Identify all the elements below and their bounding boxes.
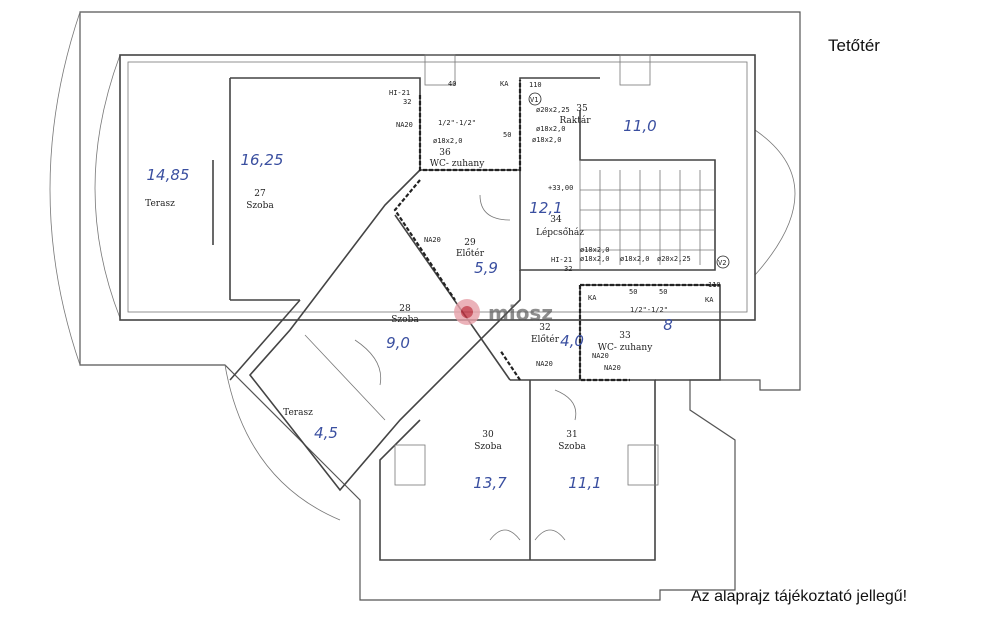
plan-annotation: ø18x2,0 bbox=[580, 246, 610, 254]
room-35: 35 Raktár 11,0 bbox=[559, 104, 656, 135]
room-number: 34 bbox=[550, 215, 562, 225]
room-name: Raktár bbox=[559, 115, 591, 126]
room-36: 36 WC- zuhany bbox=[430, 148, 486, 169]
room-number: 33 bbox=[619, 331, 631, 341]
room-name: WC- zuhany bbox=[430, 159, 486, 169]
room-area: 4,0 bbox=[560, 332, 584, 350]
room-name: Előtér bbox=[456, 248, 485, 259]
level-marker: +33,00 bbox=[548, 184, 573, 192]
room-28: 28 Szoba 9,0 bbox=[386, 304, 419, 352]
room-33: 33 WC- zuhany 8 bbox=[598, 316, 673, 353]
walls bbox=[119, 54, 756, 561]
room-29: 29 Előtér 5,9 bbox=[456, 238, 498, 277]
room-terasz-west: 14,85 Terasz bbox=[145, 166, 189, 209]
plan-annotation: NA20 bbox=[592, 352, 609, 360]
room-34: +33,00 12,1 34 Lépcsőház bbox=[529, 184, 584, 238]
plan-annotation: 50 bbox=[659, 288, 667, 296]
room-number: 35 bbox=[576, 104, 588, 114]
room-name: Előtér bbox=[531, 334, 560, 345]
plan-annotation: 50 bbox=[503, 131, 511, 139]
plan-annotation: ø18x2,0 bbox=[433, 137, 463, 145]
room-area: 11,0 bbox=[623, 117, 656, 135]
room-name: WC- zuhany bbox=[598, 343, 654, 353]
plan-annotation: ø18x2,0 bbox=[580, 255, 610, 263]
plan-annotation: V2 bbox=[718, 259, 726, 267]
room-31: 31 Szoba 11,1 bbox=[558, 430, 601, 492]
plan-annotation: 1/2"-1/2" bbox=[438, 119, 476, 127]
room-terasz-south: Terasz 4,5 bbox=[283, 408, 338, 442]
room-area: 13,7 bbox=[473, 474, 507, 492]
room-number: 29 bbox=[464, 238, 476, 248]
plan-annotation: NA20 bbox=[604, 364, 621, 372]
plumbing-annotations-north: HI-21 32 NA20 KA 40 110 V1 ø20x2,25 ø18x… bbox=[389, 80, 570, 145]
plan-annotation: ø18x2,0 bbox=[532, 136, 562, 144]
plan-annotation: ø20x2,25 bbox=[536, 106, 570, 114]
room-number: 31 bbox=[566, 430, 577, 440]
room-area: 9,0 bbox=[386, 334, 410, 352]
room-area: 14,85 bbox=[147, 166, 190, 184]
room-name: Lépcsőház bbox=[536, 227, 584, 238]
valve-v2-icon bbox=[716, 255, 730, 269]
floor-title: Tetőtér bbox=[828, 36, 880, 55]
plan-annotation: KA bbox=[705, 296, 714, 304]
room-name: Terasz bbox=[283, 408, 313, 418]
plan-annotation: NA20 bbox=[424, 236, 441, 244]
plan-annotation: ø20x2,25 bbox=[657, 255, 691, 263]
pipework bbox=[393, 80, 720, 382]
room-area: 11,1 bbox=[568, 474, 601, 492]
room-number: 28 bbox=[399, 304, 411, 314]
disclaimer-note: Az alaprajz tájékoztató jellegű! bbox=[691, 588, 908, 605]
plan-annotation: ø18x2,0 bbox=[536, 125, 566, 133]
plan-annotation: HI-21 bbox=[551, 256, 572, 264]
room-area: 8 bbox=[663, 316, 673, 334]
valve-v1-icon bbox=[528, 92, 542, 106]
plan-annotation: 110 bbox=[708, 281, 721, 289]
plan-annotation: KA bbox=[500, 80, 509, 88]
room-32: 32 Előtér 4,0 bbox=[531, 323, 584, 350]
plan-annotation: NA20 bbox=[396, 121, 413, 129]
room-number: 27 bbox=[254, 189, 266, 199]
room-area: 16,25 bbox=[241, 151, 284, 169]
plan-annotation: HI-21 bbox=[389, 89, 410, 97]
plan-annotation: 32 bbox=[564, 265, 572, 273]
miosz-watermark: miosz bbox=[454, 299, 553, 325]
plan-annotation: 32 bbox=[403, 98, 411, 106]
plan-annotation: ø18x2,0 bbox=[620, 255, 650, 263]
room-name: Szoba bbox=[474, 442, 502, 452]
room-name: Terasz bbox=[145, 199, 175, 209]
room-name: Szoba bbox=[558, 442, 586, 452]
plan-annotation: NA20 bbox=[536, 360, 553, 368]
room-number: 32 bbox=[539, 323, 550, 333]
roof-outline bbox=[49, 11, 801, 601]
plan-annotation: V1 bbox=[530, 96, 538, 104]
room-area: 5,9 bbox=[474, 259, 498, 277]
plumbing-annotations-south: HI-21 32 ø18x2,0 ø18x2,0 ø18x2,0 ø20x2,2… bbox=[424, 236, 730, 372]
room-name: Szoba bbox=[246, 201, 274, 211]
room-name: Szoba bbox=[391, 315, 419, 325]
room-27: 16,25 27 Szoba bbox=[241, 151, 284, 211]
plan-annotation: 50 bbox=[629, 288, 637, 296]
plan-annotation: 40 bbox=[448, 80, 456, 88]
room-number: 30 bbox=[482, 430, 494, 440]
room-area: 12,1 bbox=[529, 199, 562, 217]
plan-annotation: 1/2"-1/2" bbox=[630, 306, 668, 314]
plan-annotation: 110 bbox=[529, 81, 542, 89]
plan-annotation: miosz bbox=[488, 301, 553, 325]
room-30: 30 Szoba 13,7 bbox=[473, 430, 507, 492]
room-area: 4,5 bbox=[314, 424, 338, 442]
plan-annotation: KA bbox=[588, 294, 597, 302]
room-number: 36 bbox=[439, 148, 451, 158]
